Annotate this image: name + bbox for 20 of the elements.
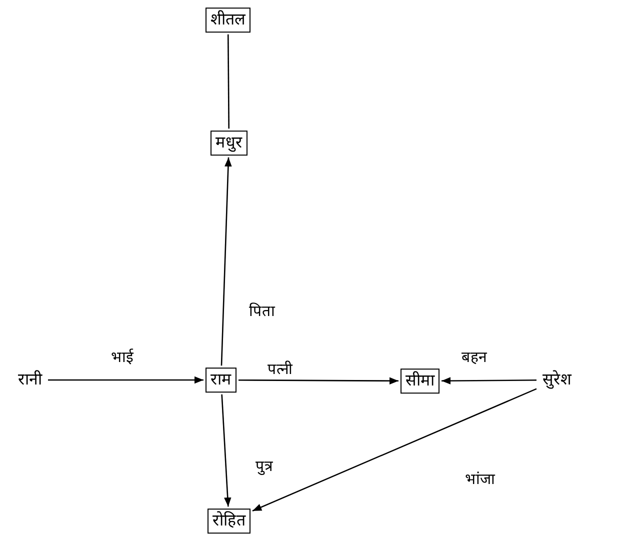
edge-label: पत्नी — [266, 359, 294, 378]
arrow — [221, 394, 232, 507]
edge-label: भांजा — [464, 469, 496, 488]
edge-label: पुत्र — [254, 456, 274, 475]
name-box: राम — [206, 368, 236, 392]
name-box: रोहित — [208, 508, 250, 534]
arrow — [220, 157, 232, 366]
edge-label: भाई — [110, 347, 135, 366]
arrow — [48, 376, 204, 384]
name-box: शीतल — [206, 8, 250, 32]
edge-label: पिता — [248, 301, 276, 320]
connector-line — [227, 34, 230, 129]
name-text: रानी — [14, 368, 46, 392]
arrow — [252, 388, 537, 512]
name-text: सुरेश — [538, 368, 576, 392]
arrow — [238, 377, 398, 384]
name-box: सीमा — [400, 368, 440, 394]
arrow — [442, 377, 536, 384]
edge-label: बहन — [460, 347, 488, 366]
name-box: मधुर — [210, 130, 248, 156]
